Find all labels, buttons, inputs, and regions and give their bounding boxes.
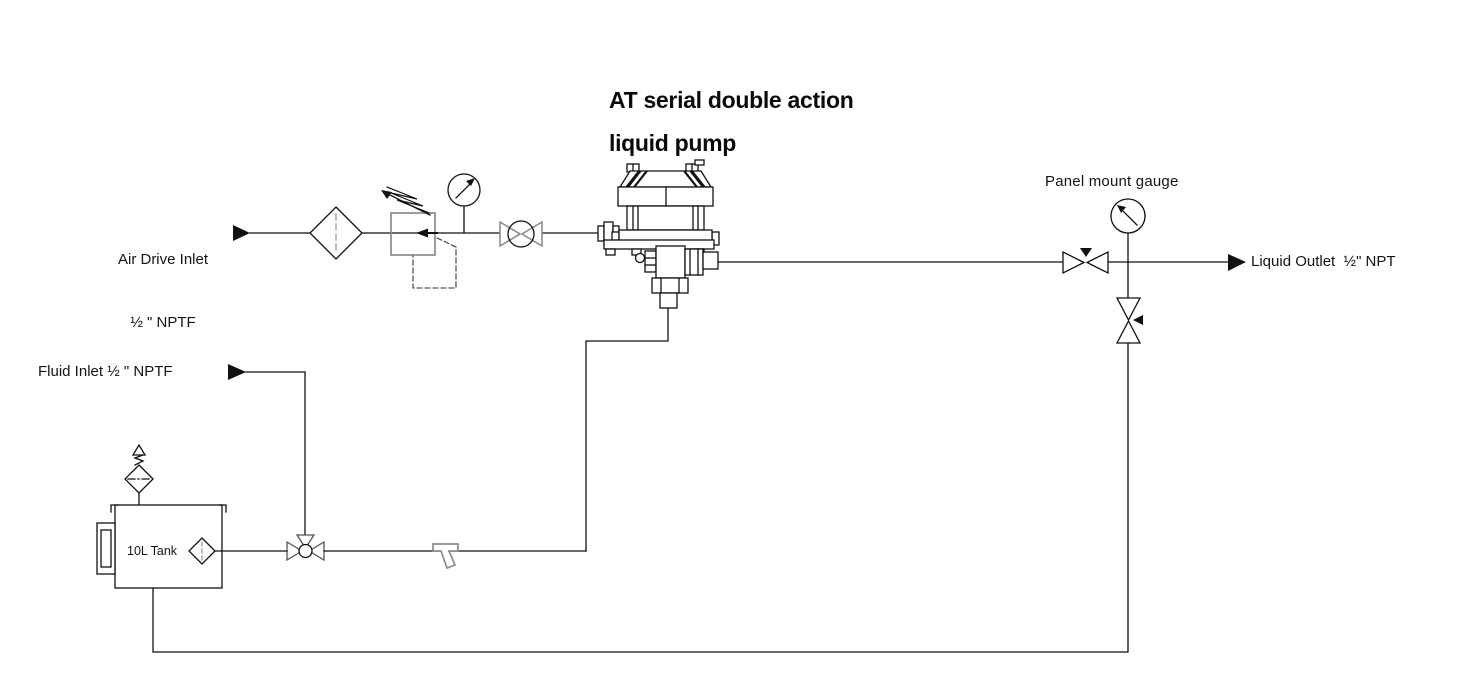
air-drive-inlet-label-line1: Air Drive Inlet (117, 251, 209, 268)
tank-level-gauge-icon (96, 522, 116, 575)
pump-assembly (597, 159, 720, 309)
tank (96, 443, 227, 589)
diagram-title-line1: AT serial double action (609, 87, 854, 113)
panel-gauge-icon (1110, 198, 1146, 263)
dispensing-gun-icon (432, 543, 459, 570)
liquid-outlet-arrow-icon (1228, 254, 1246, 271)
air-shutoff-valve-icon (499, 220, 543, 248)
fluid-inlet-arrow-icon (228, 364, 246, 380)
three-way-valve-icon (286, 534, 325, 562)
liquid-outlet-label: Liquid Outlet ½" NPT (1251, 253, 1396, 270)
outlet-needle-valve-icon (1062, 248, 1109, 275)
suction-line (214, 307, 669, 552)
tank-label: 10L Tank (127, 544, 178, 558)
air-drive-inlet-label-line2: ½ " NPTF (130, 314, 196, 331)
air-gauge-icon (447, 173, 481, 234)
pressure-regulator-icon (381, 186, 457, 289)
air-inlet-arrow-icon (233, 225, 250, 241)
diagram-title-line2: liquid pump (609, 130, 737, 156)
return-line (152, 342, 1129, 653)
tank-breather-icon (124, 443, 154, 506)
fluid-inlet-line (228, 364, 306, 537)
liquid-outlet-line (717, 254, 1246, 271)
fluid-inlet-label: Fluid Inlet ½ " NPTF (38, 363, 173, 380)
panel-mount-gauge-label: Panel mount gauge (1045, 173, 1179, 190)
air-filter-icon (309, 206, 363, 260)
air-drive-inlet-label: Air Drive Inlet ½ " NPTF (97, 207, 229, 375)
suction-filter-icon (188, 537, 216, 565)
return-needle-valve-icon (1115, 261, 1143, 344)
